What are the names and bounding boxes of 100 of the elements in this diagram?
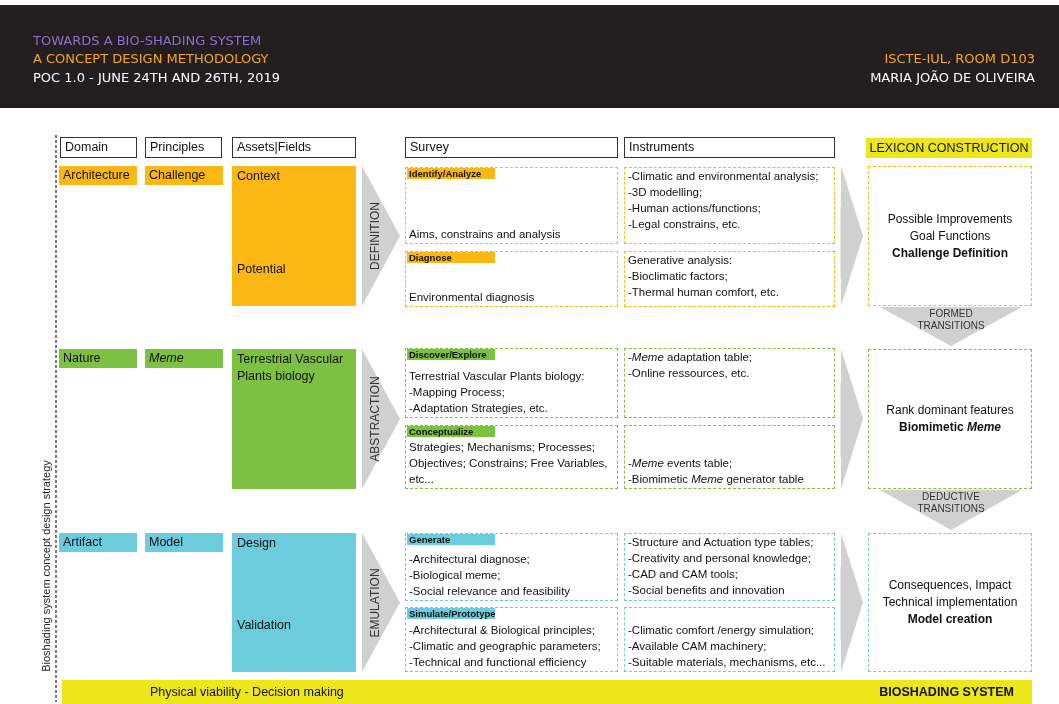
instrument-text: -Human actions/functions; [628,201,762,216]
edge-label: DEFINITION [367,201,382,272]
column-heading: Instruments [629,140,696,155]
header-text: POC 1.0 - JUNE 24TH AND 26TH, 2019 [33,70,281,86]
category-box [145,349,223,368]
instrument-text: -Thermal human comfort, etc. [628,285,780,300]
instrument-box [624,167,835,244]
field-panel [232,166,356,306]
survey-text: -Adaptation Strategies, etc. [409,401,549,416]
category-label: Architecture [63,167,131,184]
lexicon-box [868,166,1032,306]
column-heading: Principles [150,140,206,155]
instrument-text: -Creativity and personal knowledge; [628,551,812,566]
footer-text: Physical viability - Decision making [150,685,344,699]
field-label: Context [237,168,282,185]
category-label: Nature [63,350,102,367]
header-box [624,137,835,158]
survey-box [405,348,618,418]
lexicon-box [868,349,1032,489]
edge-label: ABSTRACTION [367,375,382,464]
survey-text: -Climatic and geographic parameters; [409,639,602,654]
instrument-text: -Climatic comfort /energy simulation; [628,623,815,638]
step-tag: Generate [407,534,495,545]
lexicon-text: Technical implementation [882,594,1018,611]
instrument-text: -Bioclimatic factors; [628,269,729,284]
instrument-text: -3D modelling; [628,185,704,200]
field-label: Potential [237,261,287,278]
category-box [59,166,137,185]
lexicon-text: Rank dominant features [886,402,1014,419]
lexicon-text: Biomimetic Meme [899,419,1001,436]
survey-text: Aims, constrains and analysis [409,227,562,242]
survey-box [405,425,618,489]
category-label: Artifact [63,534,103,551]
category-box [145,533,223,552]
category-box [145,166,223,185]
survey-box [405,607,618,672]
field-label: Design [237,535,277,552]
field-label: Validation [237,617,292,634]
lexicon-text: Consequences, Impact [888,577,1012,594]
instrument-box [624,251,835,307]
column-heading: LEXICON CONSTRUCTION [868,140,1030,157]
header-box [405,137,618,158]
step-tag: Conceptualize [407,426,495,437]
column-heading: Survey [410,140,450,155]
step-tag: Simulate/Prototype [407,608,495,619]
instrument-text: -Meme events table; [628,456,734,471]
field-panel [232,533,356,672]
instrument-box [624,533,835,601]
survey-text: -Biological meme; [409,568,502,583]
survey-text: -Architectural diagnose; [409,552,531,567]
header-box [232,137,356,158]
instrument-text: -Legal constrains, etc. [628,217,742,232]
chevron-arrow [840,533,864,672]
survey-text: -Architectural & Biological principles; [409,623,596,638]
field-panel [232,349,356,489]
instrument-text: Generative analysis: [628,253,734,268]
survey-text: -Mapping Process; [409,385,506,400]
lexicon-text: Possible Improvements [887,210,1013,228]
edge-label: DEDUCTIVE TRANSITIONS [916,491,986,515]
vertical-caption: Bioshading system concept design strategy [39,459,53,674]
chevron-arrow [840,349,864,489]
instrument-text: -Biomimetic Meme generator table [628,472,805,487]
category-box [59,533,137,552]
column-heading: Assets|Fields [237,140,313,155]
step-tag: Discover/Explore [407,349,495,360]
survey-text: Strategies; Mechanisms; Processes; Objectives; Constrains; Free Variables, etc... [409,440,609,487]
category-label: Meme [149,350,185,367]
instrument-text: -Online ressources, etc. [628,366,751,381]
chevron-arrow [361,349,401,489]
survey-text: -Social relevance and feasibility [409,584,572,599]
category-label: Challenge [149,167,207,184]
instrument-box [624,607,835,672]
category-box [59,349,137,368]
survey-text: -Technical and functional efficiency [409,655,588,670]
instrument-text: -Available CAM machinery; [628,639,768,654]
edge-label: FORMED TRANSITIONS [916,308,986,332]
instrument-text: -Social benefits and innovation [628,583,786,598]
survey-text: Terrestrial Vascular Plants biology: [409,369,586,384]
instrument-text: -Structure and Actuation type tables; [628,535,815,550]
field-label: Terrestrial Vascular Plants biology [237,351,345,385]
chevron-arrow [840,166,864,306]
edge-label: EMULATION [367,566,382,640]
survey-text: Environmental diagnosis [409,290,536,305]
chevron-arrow [361,533,401,672]
lexicon-text: Goal Functions [909,227,991,245]
lexicon-box [868,533,1032,672]
header-text: MARIA JOÃO DE OLIVEIRA [870,70,1035,86]
header-text: TOWARDS A BIO-SHADING SYSTEM [33,33,262,49]
category-label: Model [149,534,185,551]
step-tag: Identify/Analyze [407,168,495,179]
instrument-text: -Meme adaptation table; [628,350,754,365]
instrument-box [624,348,835,418]
lexicon-text: Model creation [907,611,993,628]
lexicon-text: Challenge Definition [892,244,1008,262]
transition-arrow [880,306,1022,347]
header-box [145,137,222,158]
footer-bar [62,680,1032,704]
survey-box [405,533,618,601]
step-tag: Diagnose [407,252,495,263]
instrument-box [624,425,835,489]
